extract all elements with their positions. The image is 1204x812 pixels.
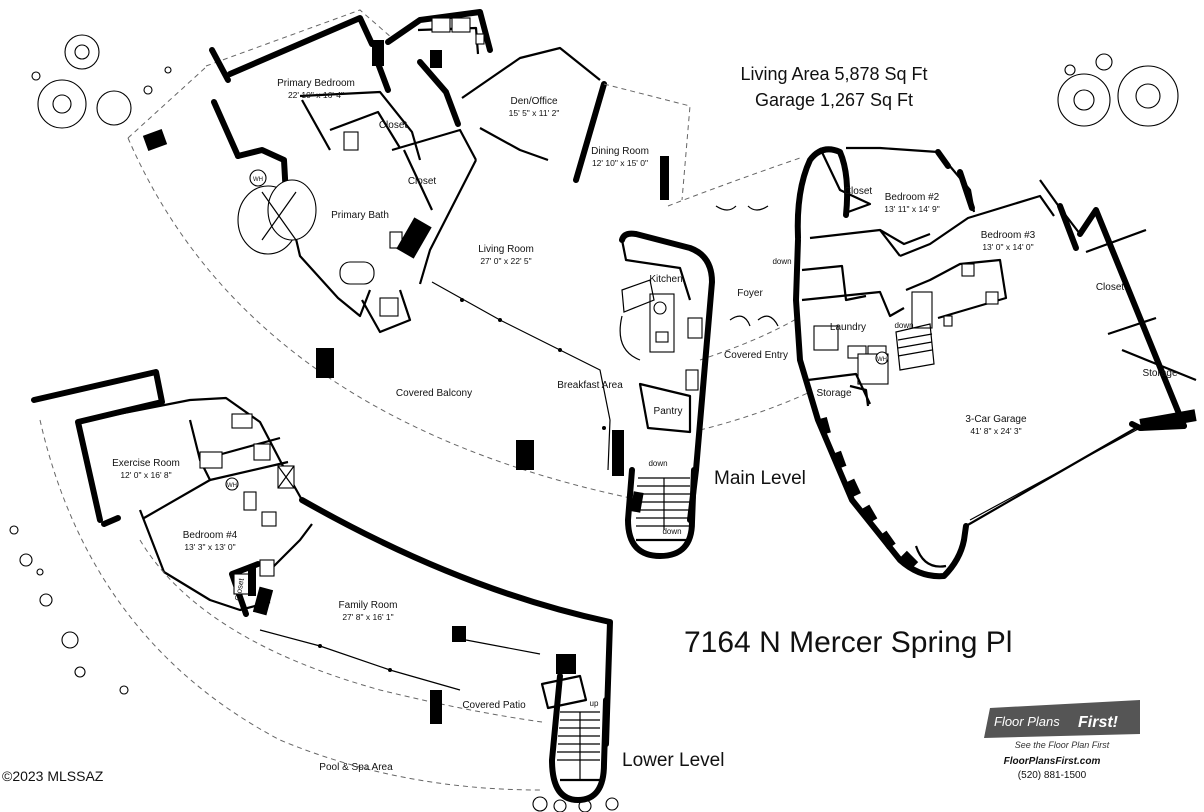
label-garage: 3-Car Garage xyxy=(965,414,1027,425)
main-level-label: Main Level xyxy=(714,468,806,489)
logo-banner xyxy=(984,700,1140,738)
lower-level-label: Lower Level xyxy=(622,750,724,771)
label-kitchen: Kitchen xyxy=(649,274,682,285)
label-covered-entry-text: Covered Entry xyxy=(724,350,788,361)
main-level-plan xyxy=(127,9,1197,580)
dims-bedroom-3: 13' 0" x 14' 0" xyxy=(982,242,1033,252)
copyright-text: ©2023 MLSSAZ xyxy=(2,768,104,784)
area-summary: Living Area 5,878 Sq Ft Garage 1,267 Sq … xyxy=(740,64,927,110)
dims-exercise-room: 12' 0" x 16' 8" xyxy=(120,470,171,480)
marker-down-stair: down xyxy=(662,527,681,536)
label-covered-entry: Covered Entry xyxy=(724,350,788,361)
label-storage-a: Storage xyxy=(816,388,851,399)
marker-wh-main: WH xyxy=(253,177,263,183)
label-closet-b: Closet xyxy=(408,176,437,187)
label-closet-d: Closet xyxy=(1096,282,1125,293)
label-bedroom-2: Bedroom #2 xyxy=(885,192,940,203)
marker-down-foyer: down xyxy=(772,257,791,266)
label-breakfast-area: Breakfast Area xyxy=(557,380,623,391)
logo-tagline: See the Floor Plan First xyxy=(1015,740,1110,750)
marker-down-laundry: down xyxy=(894,321,913,330)
dims-family-room: 27' 8" x 16' 1" xyxy=(342,612,393,622)
floorplansfirst-logo: Floor Plans First! See the Floor Plan Fi… xyxy=(984,700,1140,781)
property-address: 7164 N Mercer Spring Pl xyxy=(684,626,1012,659)
label-pantry: Pantry xyxy=(654,406,683,417)
marker-up-lower: up xyxy=(590,699,599,708)
label-closet-c: Closet xyxy=(844,186,873,197)
tree-top-left xyxy=(31,34,172,129)
dims-den-office: 15' 5" x 11' 2" xyxy=(509,108,560,118)
dims-living-room: 27' 0" x 22' 5" xyxy=(480,256,531,266)
label-primary-bath: Primary Bath xyxy=(331,210,389,221)
lower-level-plan xyxy=(31,369,613,803)
logo-url: FloorPlansFirst.com xyxy=(1004,756,1101,767)
dims-bedroom-2: 13' 11" x 14' 9" xyxy=(884,204,939,214)
marker-wh-laundry: WH xyxy=(877,357,887,363)
marker-wh-lower: WH xyxy=(227,483,237,489)
marker-down-main: down xyxy=(648,459,667,468)
label-bedroom-4: Bedroom #4 xyxy=(183,530,238,541)
label-foyer: Foyer xyxy=(737,288,763,299)
garage-area-text: Garage 1,267 Sq Ft xyxy=(755,90,913,110)
logo-first-text: First! xyxy=(1078,714,1119,731)
room-labels: Primary Bedroom 22' 10" x 16' 4" Closet … xyxy=(112,78,1178,773)
shrubs-left-edge xyxy=(9,525,129,695)
label-family-room: Family Room xyxy=(339,600,398,611)
label-laundry: Laundry xyxy=(830,322,866,333)
label-primary-bedroom: Primary Bedroom xyxy=(277,78,355,89)
dims-dining-room: 12' 10" x 15' 0" xyxy=(592,158,648,168)
label-closet-e: Closet xyxy=(233,577,246,602)
living-area-text: Living Area 5,878 Sq Ft xyxy=(740,64,927,84)
label-covered-balcony: Covered Balcony xyxy=(396,388,472,399)
label-bedroom-3: Bedroom #3 xyxy=(981,230,1036,241)
label-living-room: Living Room xyxy=(478,244,534,255)
garage-doors xyxy=(817,416,919,570)
logo-phone: (520) 881-1500 xyxy=(1018,770,1087,781)
dims-bedroom-4: 13' 3" x 13' 0" xyxy=(184,542,235,552)
label-closet-a: Closet xyxy=(379,120,408,131)
label-covered-patio: Covered Patio xyxy=(462,700,526,711)
label-storage-b: Storage xyxy=(1142,368,1177,379)
logo-brand-text: Floor Plans xyxy=(994,714,1060,729)
label-dining-room: Dining Room xyxy=(591,146,649,157)
label-exercise-room: Exercise Room xyxy=(112,458,180,469)
label-pool-spa: Pool & Spa Area xyxy=(319,762,393,773)
dims-primary-bedroom: 22' 10" x 16' 4" xyxy=(288,90,344,100)
landscape-trees xyxy=(9,34,1179,812)
label-den-office: Den/Office xyxy=(510,96,557,107)
dims-garage: 41' 8" x 24' 3" xyxy=(970,426,1021,436)
tree-top-right xyxy=(1057,53,1179,127)
